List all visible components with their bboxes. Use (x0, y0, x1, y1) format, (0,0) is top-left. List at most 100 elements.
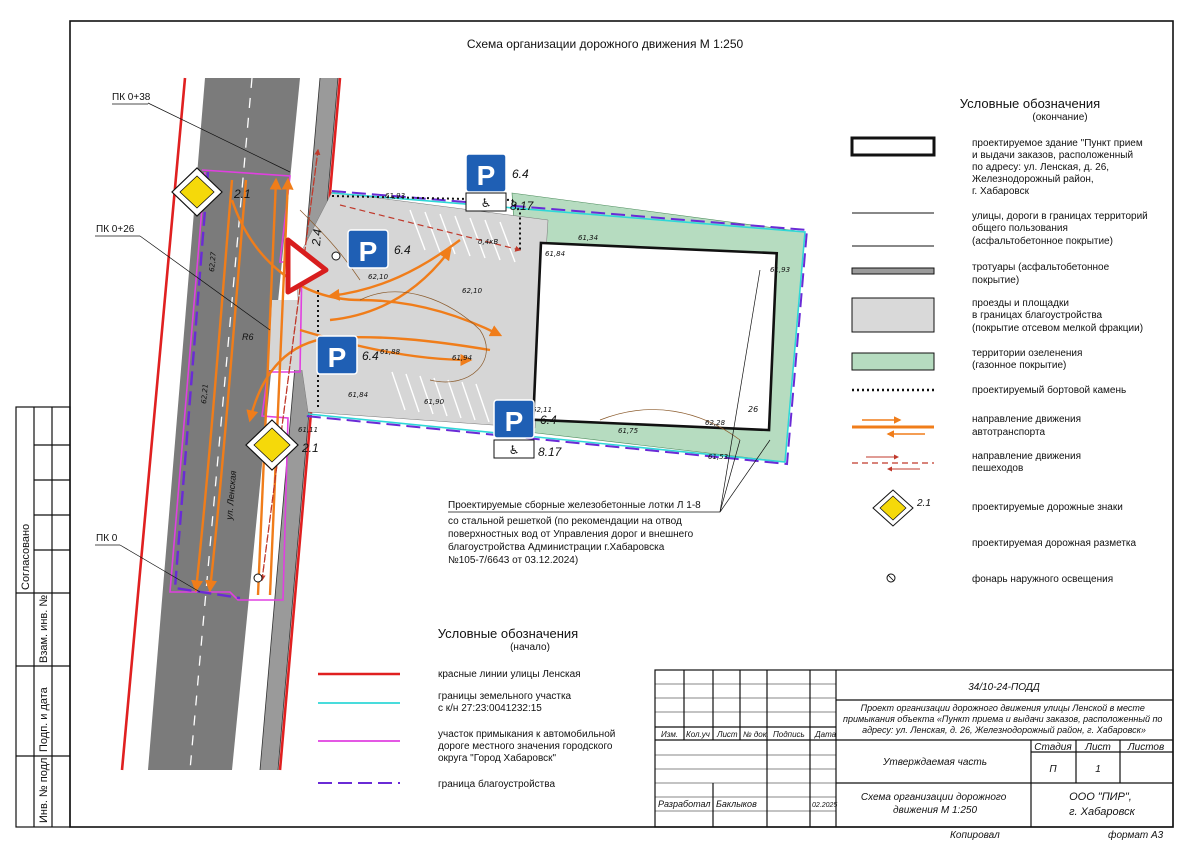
elevation: 62,11 (532, 406, 552, 414)
elevation: 61,11 (298, 426, 318, 434)
priority-road-sign-top: 2.1 (171, 167, 251, 217)
legend-label: участок примыкания к автомобильной дорог… (438, 728, 618, 764)
organization: ООО "ПИР", г. Хабаровск (1069, 791, 1136, 818)
legend-label: проектируемая дорожная разметка (972, 538, 1137, 549)
sign-code: 8.17 (510, 199, 535, 213)
legend-symbol-building (850, 136, 936, 157)
col-header: Кол.уч (686, 730, 710, 739)
parking-sign-4: P 6.4 ♿ 8.17 (493, 399, 563, 459)
stage-value: П (1049, 764, 1057, 775)
side-stamp-agreed: Согласовано (20, 524, 32, 590)
adjoining-section (169, 169, 303, 601)
col-header: Дата (814, 730, 837, 739)
svg-text:P: P (359, 236, 378, 267)
legend-label: территории озеленения (газонное покрытие… (972, 348, 1085, 371)
legend-symbol-pedestrian-direction (852, 454, 934, 472)
pk-labels: ПК 0+38 ПК 0+26 ПК 0 (95, 92, 291, 593)
col-header: Подпись (773, 730, 805, 739)
radius-label: R6 (242, 332, 254, 342)
pk-0-label: ПК 0 (96, 533, 118, 544)
pk-038-label: ПК 0+38 (112, 92, 151, 103)
legend-label: фонарь наружного освещения (972, 573, 1113, 585)
sheets-header: Листов (1127, 742, 1164, 753)
title-block-headers: Изм. Кол.уч Лист № док. Подпись Дата (661, 730, 837, 739)
note-line: №105-7/6643 от 03.12.2024) (448, 555, 578, 566)
elevation: 61,75 (618, 427, 639, 435)
developer-role: Разработал (658, 799, 710, 809)
site-plan: 26 (95, 77, 809, 771)
note-line: поверхностных вод от Управления дорог и … (448, 529, 694, 540)
elevation: 62,10 (462, 287, 483, 295)
legend-label: направление движения автотранспорта (972, 414, 1084, 438)
legend-symbol-driveways (851, 297, 935, 333)
note-line: со стальной решеткой (по рекомендации на… (448, 516, 682, 527)
col-header: Лист (716, 730, 738, 739)
elevation: 61,88 (380, 348, 401, 356)
svg-text:P: P (328, 342, 347, 373)
improvement-boundary-road (173, 171, 241, 600)
priority-road-sign-bottom: 2.1 (245, 419, 319, 471)
legend-subtitle: (окончание) (1032, 112, 1087, 123)
elevation: 61,94 (452, 354, 472, 362)
elevation: 62,10 (368, 273, 389, 281)
elevation: 61,90 (424, 398, 445, 406)
legend-symbol-sign: 2.1 (872, 489, 931, 527)
sheet-header: Лист (1084, 742, 1111, 753)
elevation: 62,21 (200, 384, 210, 405)
legend-subtitle: (начало) (510, 642, 550, 653)
parking-sign-3: P 6.4 (316, 335, 379, 375)
improvement-boundary (305, 190, 809, 466)
legend-label: тротуары (асфальтобетонное покрытие) (972, 261, 1112, 286)
sheet-value: 1 (1095, 764, 1101, 775)
svg-text:♿: ♿ (481, 196, 492, 210)
legend-label: направление движения пешеходов (972, 451, 1084, 474)
legend-label: границы земельного участка с к/н 27:23:0… (438, 691, 574, 714)
road-lenskaya (148, 78, 300, 770)
cable-label: 0,4кВ (478, 238, 498, 246)
sign-code: 2.1 (301, 441, 319, 455)
legend-label: проектируемый бортовой камень (972, 384, 1126, 396)
sign-code: 2.4 (309, 228, 325, 247)
legend-label: проектируемое здание "Пункт прием и выда… (972, 138, 1146, 197)
legend-label: проезды и площадки в границах благоустро… (972, 298, 1143, 334)
street-name: ул. Ленская (224, 470, 238, 521)
parking-sign-1: P 6.4 ♿ 8.17 (465, 153, 535, 213)
yield-sign: 2.4 (285, 228, 329, 295)
svg-text:P: P (477, 160, 496, 191)
legend-title: Условные обозначения (960, 96, 1100, 111)
sheet-title: Схема организации дорожного движения М 1… (861, 792, 1009, 816)
sign-code: 8.17 (538, 445, 563, 459)
sign-code: 6.4 (512, 167, 529, 181)
copied-label: Копировал (950, 830, 1000, 841)
legend-label: граница благоустройства (438, 778, 555, 790)
project-title: Проект организации дорожного движения ул… (843, 703, 1165, 735)
side-stamp-orig: Инв. № подл. (38, 754, 50, 823)
curb-stone (331, 195, 521, 252)
pedestrian-directions (259, 148, 522, 582)
note-line: благоустройства Администрации г.Хабаровс… (448, 541, 665, 553)
sign-code: 2.1 (916, 498, 931, 509)
legend-title: Условные обозначения (438, 626, 578, 641)
elevation: 62,27 (208, 251, 218, 272)
elevation: 61,84 (545, 250, 565, 258)
legend-left: Условные обозначения (начало) красные ли… (318, 626, 618, 790)
contours (299, 209, 741, 441)
legend-right: Условные обозначения (окончание) проекти… (850, 96, 1151, 585)
elevation: 61,53 (708, 453, 728, 461)
side-stamp-inv: Взам. инв. № (38, 595, 50, 663)
col-header: № док. (743, 730, 769, 739)
drawing-title: Схема организации дорожного движения М 1… (467, 37, 744, 51)
legend-symbol-green (851, 352, 935, 371)
legend-label: проектируемые дорожные знаки (972, 502, 1123, 513)
land-plot-boundary (307, 192, 806, 463)
side-stamp (15, 406, 71, 828)
developer-date: 02.2025 (812, 802, 837, 809)
legend-label: улицы, дороги в границах территорий обще… (972, 211, 1151, 247)
side-stamp-sign: Подп. и дата (38, 686, 50, 752)
elevations: 61,93 62,10 62,10 61,84 61,34 61,88 61,9… (200, 192, 790, 461)
svg-text:P: P (505, 406, 524, 437)
elevation: 61,93 (385, 192, 405, 200)
legend-symbol-vehicle-direction (852, 416, 934, 438)
sign-code: 6.4 (394, 243, 411, 257)
